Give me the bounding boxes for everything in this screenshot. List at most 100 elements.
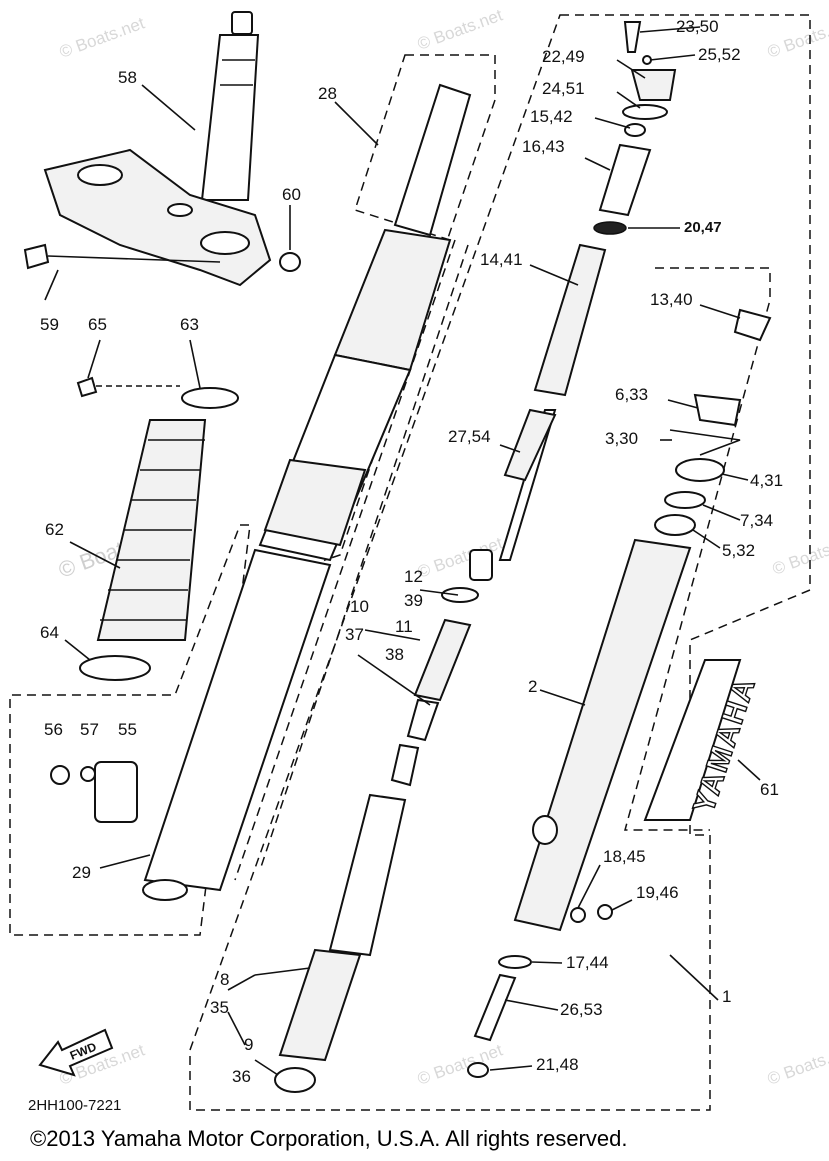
washer-17: [498, 955, 532, 969]
label-9: 9: [244, 1035, 253, 1054]
label-4-31: 4,31: [750, 471, 783, 490]
leader-13: [699, 304, 741, 319]
diagram-code: 2HH100-7221: [28, 1097, 121, 1114]
clamp-63: [181, 387, 239, 409]
part-labels: 58 28 60 59 65 63 62 64 56 57 55 29 12 3…: [40, 17, 783, 1086]
leader-12: [419, 589, 459, 596]
watermark: © Boats.net: [415, 5, 505, 53]
watermark: © Boats.net: [765, 13, 829, 61]
cap-56: [50, 765, 70, 785]
leader-8c: [227, 1011, 246, 1046]
label-57: 57: [80, 720, 99, 739]
label-11: 11: [395, 617, 413, 636]
label-23-50: 23,50: [676, 17, 719, 36]
leader-62: [69, 541, 121, 569]
nut-60: [279, 252, 301, 272]
dust-seal-6: [693, 393, 742, 427]
leader-10b: [357, 654, 431, 706]
axle-boss: [532, 815, 558, 845]
label-29: 29: [72, 863, 91, 882]
circlip-12: [441, 587, 479, 603]
label-38: 38: [385, 645, 404, 664]
label-36: 36: [232, 1067, 251, 1086]
label-20-47: 20,47: [684, 219, 722, 236]
oring-24: [622, 104, 668, 120]
left-boot-group: [76, 376, 239, 681]
leader-61: [737, 759, 761, 781]
label-18-45: 18,45: [603, 847, 646, 866]
leader-26: [504, 999, 559, 1011]
damper-rod-27: [498, 409, 557, 561]
leader-24: [616, 91, 641, 109]
label-19-46: 19,46: [636, 883, 679, 902]
leader-7: [702, 504, 741, 521]
bushing-5: [654, 514, 696, 536]
label-63: 63: [180, 315, 199, 334]
guide-line: [259, 244, 469, 871]
label-5-32: 5,32: [722, 541, 755, 560]
leader-8b: [254, 967, 311, 976]
label-26-53: 26,53: [560, 1000, 603, 1019]
bracket-hole: [167, 203, 193, 217]
leader-10: [364, 629, 421, 641]
damper-tip: [406, 698, 440, 742]
bolt-19: [597, 904, 613, 920]
clip-3: [669, 429, 741, 456]
label-1: 1: [722, 987, 731, 1006]
label-7-34: 7,34: [740, 511, 773, 530]
label-13-40: 13,40: [650, 290, 693, 309]
seat-20: [593, 221, 627, 235]
label-60: 60: [282, 185, 301, 204]
watermark: © Boats.net: [57, 13, 147, 61]
leader-58: [141, 84, 196, 131]
spacer-16: [598, 143, 652, 217]
fwd-arrow-shape: [38, 1028, 114, 1077]
leader-29: [99, 854, 151, 869]
tube-29-bottom: [142, 879, 188, 901]
washer-15: [624, 123, 646, 137]
watermark: © Boats.net: [765, 1040, 829, 1088]
label-22-49: 22,49: [542, 47, 585, 66]
label-58: 58: [118, 68, 137, 87]
leader-64: [64, 639, 91, 661]
label-61: 61: [760, 780, 779, 799]
washer-7: [664, 491, 706, 509]
spring-14: [533, 243, 607, 397]
label-62: 62: [45, 520, 64, 539]
caliper-bracket-parts: [50, 761, 138, 823]
label-55: 55: [118, 720, 137, 739]
leader-6: [667, 399, 699, 409]
bracket-hole: [77, 164, 123, 186]
leader-65: [87, 339, 101, 379]
damper-10: [413, 618, 472, 702]
leader-63: [189, 339, 201, 389]
emblem-61: YAMAHA: [643, 659, 763, 821]
stem-top-nut: [231, 11, 253, 35]
steering-stem: [23, 11, 301, 287]
bracket-hole: [200, 231, 250, 255]
washer-57: [80, 766, 96, 782]
label-25-52: 25,52: [698, 45, 741, 64]
watermark: © Boats.net: [415, 1040, 505, 1088]
watermark: © Boats.net: [770, 530, 829, 578]
oring-25: [642, 55, 652, 65]
leader-1: [669, 954, 719, 1001]
leader-16: [584, 157, 611, 171]
label-64: 64: [40, 623, 59, 642]
label-35: 35: [210, 998, 229, 1017]
lower-boot-rings: [263, 458, 367, 547]
label-2: 2: [528, 677, 537, 696]
clamp-64: [79, 655, 151, 681]
copyright-notice: ©2013 Yamaha Motor Corporation, U.S.A. A…: [30, 1126, 627, 1151]
leader-27: [499, 444, 521, 453]
label-14-41: 14,41: [480, 250, 523, 269]
outer-tube-body: [513, 538, 692, 932]
bolt-59-head: [23, 243, 50, 270]
inner-tube-top: [393, 83, 472, 237]
cap-13: [733, 308, 772, 342]
label-8: 8: [220, 970, 229, 989]
label-17-44: 17,44: [566, 953, 609, 972]
bracket-55: [94, 761, 138, 823]
bolt-18: [570, 907, 586, 923]
